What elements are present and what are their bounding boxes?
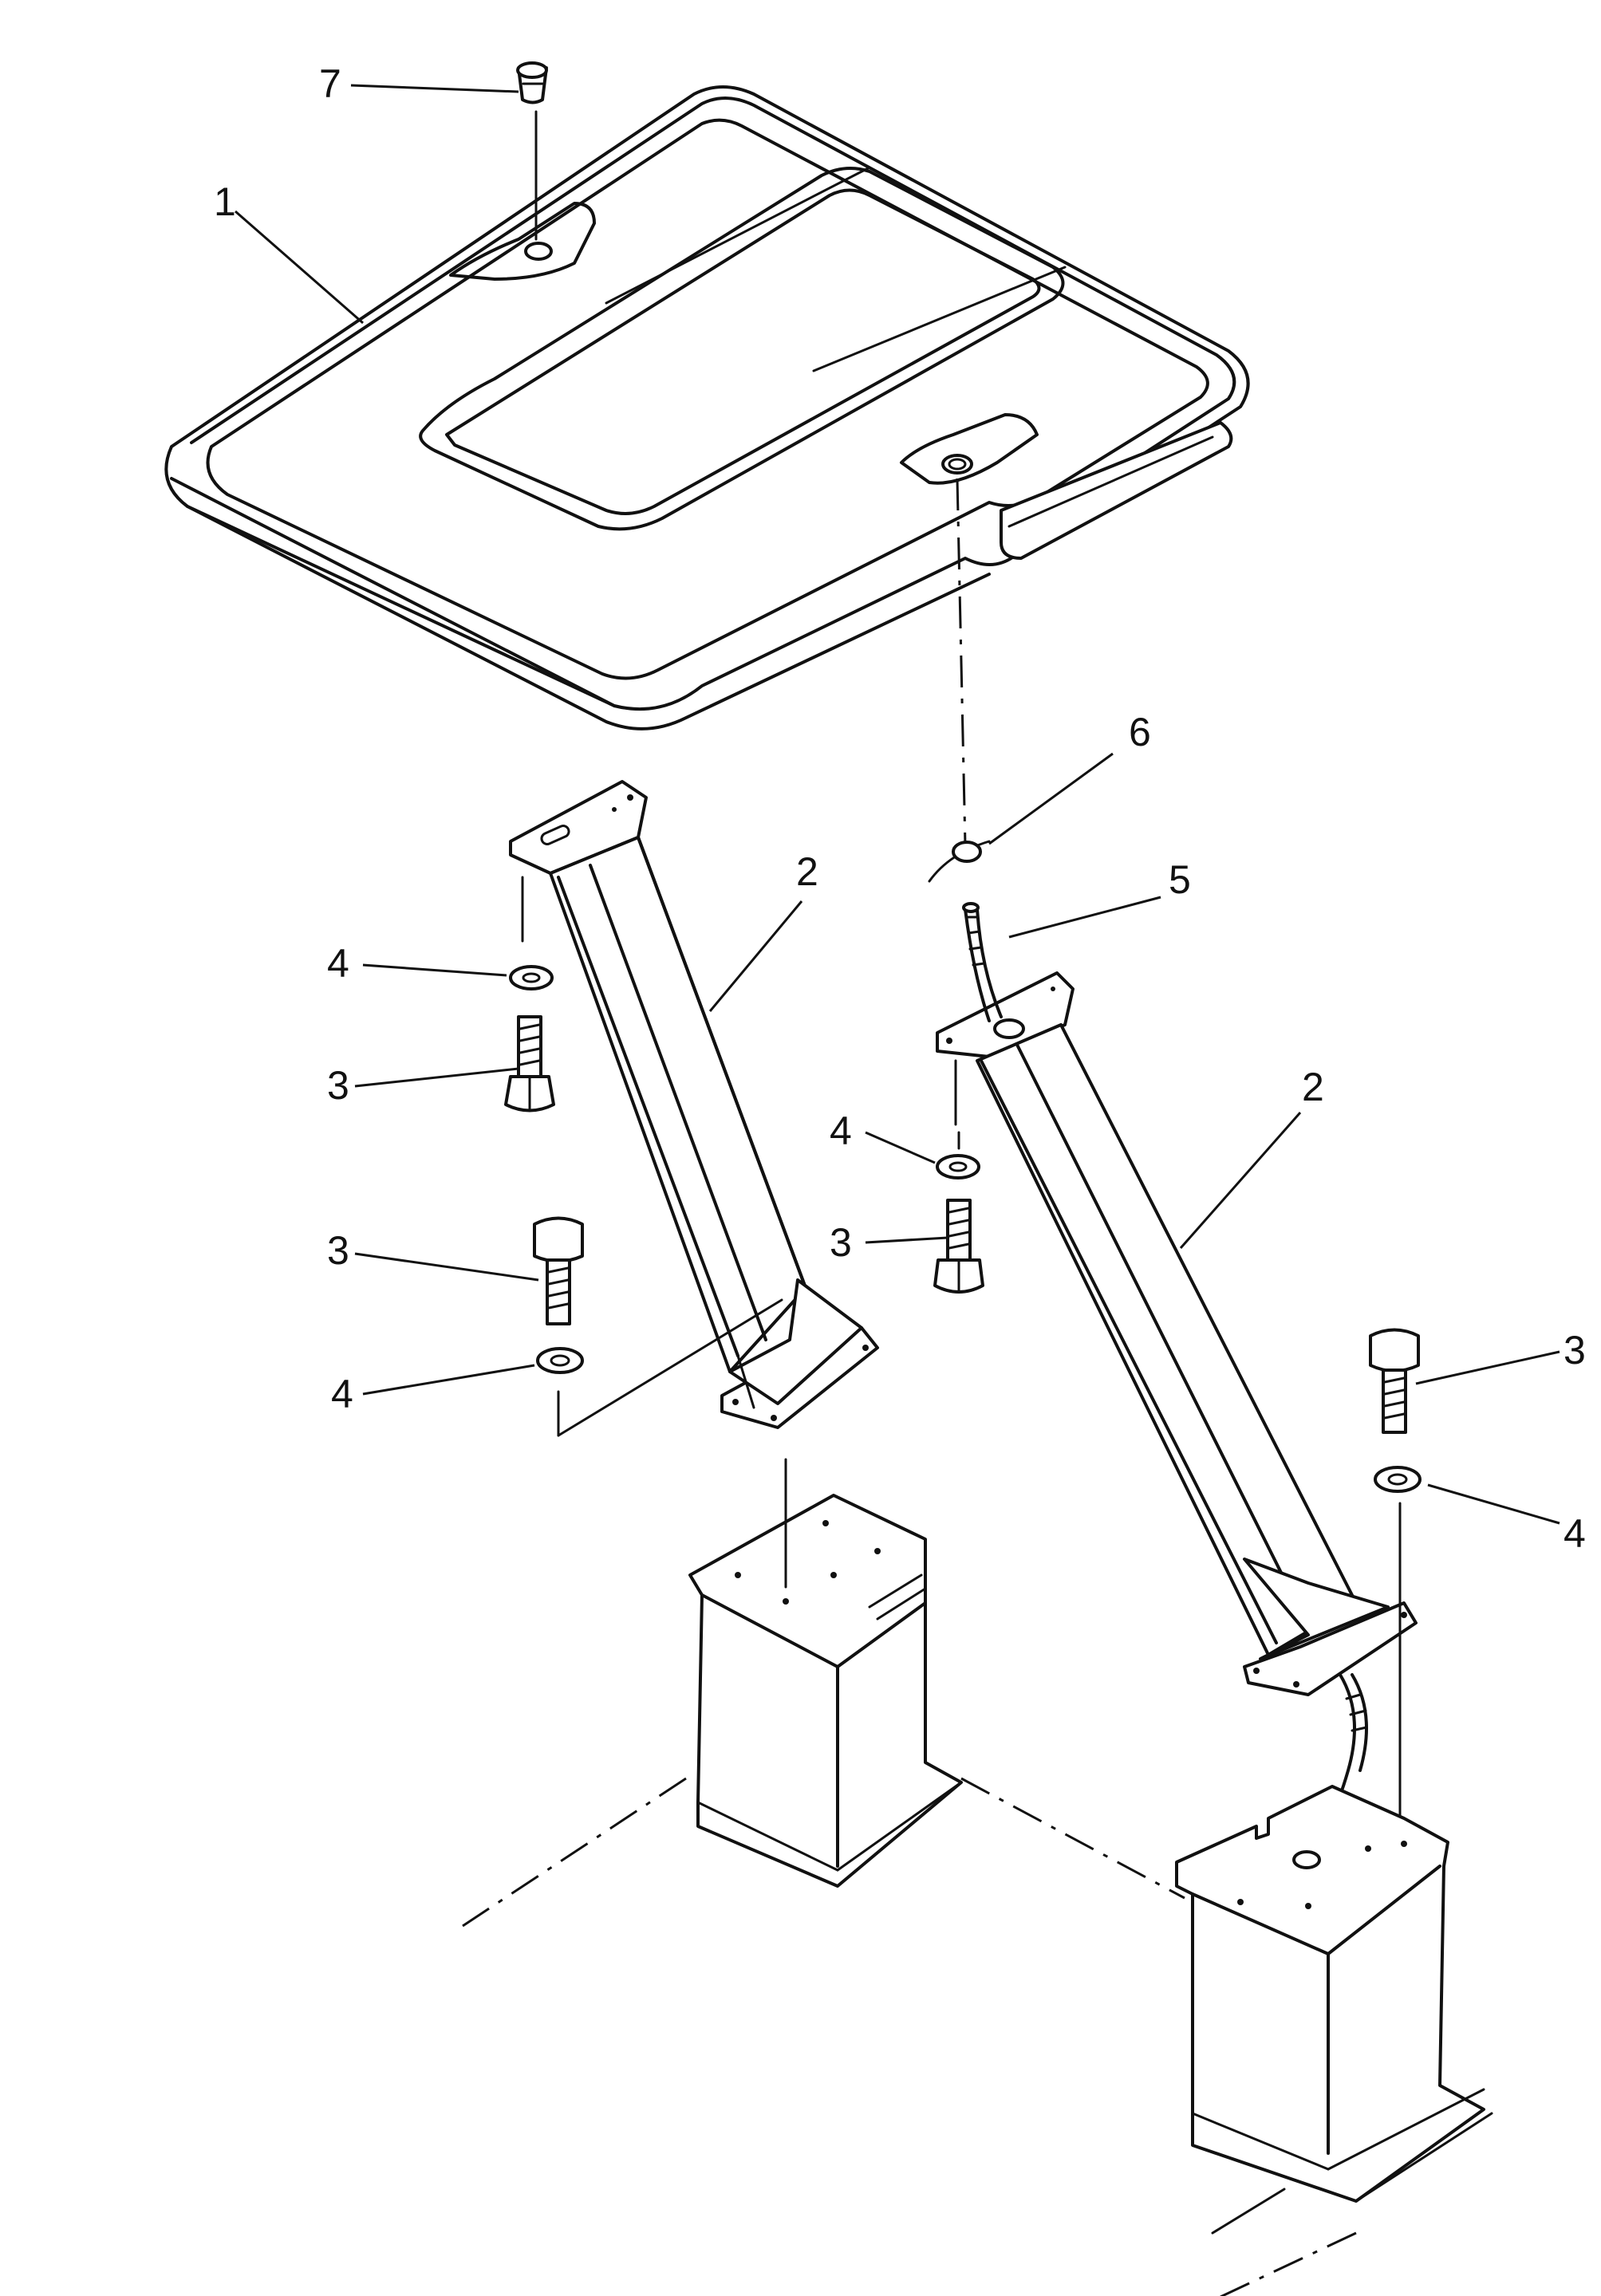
plug-7 — [516, 61, 548, 241]
callout-6: 6 — [1129, 710, 1151, 754]
callout-labels: 7 1 6 2 5 2 4 3 3 4 4 3 3 4 — [214, 61, 1586, 1556]
callout-2-right: 2 — [1302, 1065, 1324, 1109]
pedestal-right — [1175, 1785, 1485, 2203]
leader-lines — [235, 84, 1560, 1525]
roof-panel — [164, 85, 1250, 731]
callout-4-b: 4 — [331, 1372, 353, 1416]
bolt-3-d — [1369, 1328, 1420, 1434]
callout-4-a: 4 — [327, 941, 349, 986]
grommet-6 — [928, 840, 991, 883]
callout-4-d: 4 — [1564, 1511, 1586, 1556]
washer-4-c — [936, 1154, 980, 1180]
support-post-left — [509, 780, 879, 1429]
support-post-right — [936, 971, 1418, 1696]
callout-5: 5 — [1169, 857, 1191, 902]
callout-3-c: 3 — [830, 1220, 852, 1265]
washer-4-a — [509, 965, 554, 990]
callout-3-a: 3 — [327, 1063, 349, 1108]
washer-4-d — [1374, 1466, 1422, 1493]
callout-3-d: 3 — [1564, 1328, 1586, 1372]
callout-1: 1 — [214, 179, 236, 224]
bolt-3-b — [533, 1216, 584, 1325]
pedestal-left — [688, 1494, 963, 1888]
bolt-3-c — [933, 1199, 984, 1294]
callout-7: 7 — [319, 61, 341, 106]
callout-3-b: 3 — [327, 1228, 349, 1273]
callout-4-c: 4 — [830, 1109, 852, 1153]
washer-4-b — [536, 1347, 584, 1374]
callout-2-left: 2 — [796, 849, 818, 894]
bolt-3-a — [504, 1015, 555, 1113]
